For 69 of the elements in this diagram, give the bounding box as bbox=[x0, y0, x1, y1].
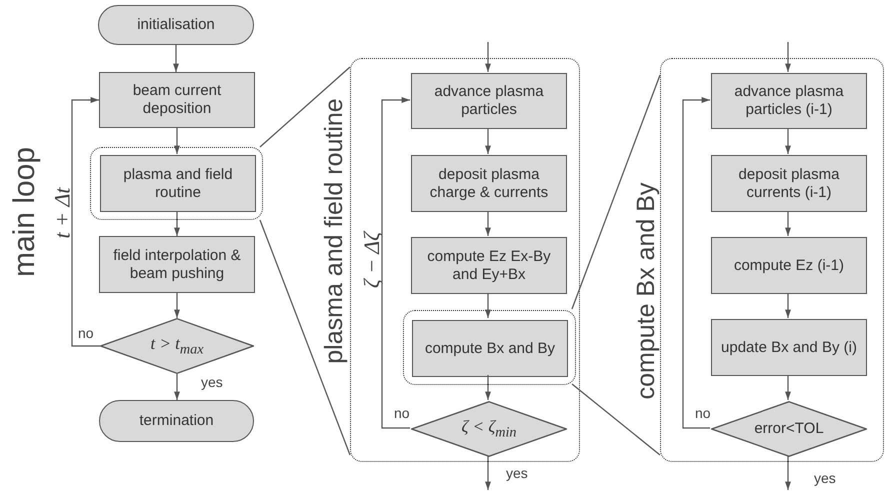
step-text: compute Ez (i-1) bbox=[732, 256, 846, 274]
arrow bbox=[785, 375, 791, 400]
zoom-line bbox=[259, 220, 351, 456]
arrow bbox=[174, 211, 180, 236]
condition-text: t > t$_{max}$ bbox=[149, 334, 204, 358]
step-text: advance plasma particles bbox=[433, 83, 545, 119]
dashed-group-outline bbox=[90, 147, 263, 220]
panel-title: compute Bx and By bbox=[631, 182, 661, 402]
step-text: deposit plasma currents (i-1) bbox=[738, 166, 840, 202]
process-box bbox=[100, 155, 256, 212]
arrow bbox=[485, 456, 491, 490]
edge-label: yes bbox=[201, 374, 223, 390]
loop-increment-label: t + Δt bbox=[49, 188, 75, 238]
arrow bbox=[381, 97, 410, 429]
zoom-line bbox=[571, 74, 661, 310]
arrow bbox=[173, 45, 179, 72]
arrow bbox=[485, 42, 491, 72]
arrow bbox=[485, 128, 491, 154]
terminal-box bbox=[98, 5, 254, 45]
step-text: deposit plasma charge & currents bbox=[428, 166, 550, 202]
process-box bbox=[411, 73, 567, 129]
arrow bbox=[785, 211, 791, 236]
edge-label: no bbox=[695, 405, 711, 421]
zoom-line bbox=[572, 384, 660, 456]
arrow bbox=[71, 97, 100, 347]
edge-label: no bbox=[394, 405, 410, 421]
arrow bbox=[785, 42, 791, 72]
condition-text: ζ < ζ$_{min}$ bbox=[460, 416, 518, 442]
arrow bbox=[485, 211, 491, 236]
arrow bbox=[682, 97, 710, 429]
step-text: compute Ez Ex-By and Ey+Bx bbox=[426, 248, 552, 284]
dashed-group-outline bbox=[403, 310, 576, 385]
arrow bbox=[485, 293, 491, 318]
decision-diamond bbox=[411, 401, 567, 457]
loop-title: main loop bbox=[8, 146, 42, 278]
arrow bbox=[174, 374, 180, 400]
arrow bbox=[785, 456, 791, 490]
process-box bbox=[711, 155, 867, 212]
arrow bbox=[785, 128, 791, 154]
loop-increment-label: ζ − Δζ bbox=[359, 232, 386, 288]
arrow bbox=[485, 375, 491, 400]
edge-label: no bbox=[78, 325, 94, 341]
process-box bbox=[99, 236, 255, 293]
decision-diamond bbox=[100, 318, 254, 374]
step-text: compute Bx and By bbox=[424, 340, 556, 358]
step-text: field interpolation & beam pushing bbox=[112, 246, 242, 282]
process-box bbox=[412, 320, 568, 377]
process-box bbox=[411, 155, 567, 212]
arrow bbox=[785, 293, 791, 318]
step-text: advance plasma particles (i-1) bbox=[733, 83, 845, 119]
arrow bbox=[174, 128, 180, 154]
process-box bbox=[99, 72, 255, 128]
step-text: update Bx and By (i) bbox=[720, 338, 858, 356]
condition-text: error<TOL bbox=[753, 420, 825, 438]
step-text: initialisation bbox=[136, 16, 216, 34]
decision-diamond bbox=[711, 401, 867, 457]
step-text: plasma and field routine bbox=[122, 166, 234, 202]
zoom-line bbox=[260, 66, 350, 148]
process-box bbox=[711, 73, 867, 129]
edge-label: yes bbox=[814, 470, 836, 486]
step-text: beam current deposition bbox=[132, 82, 222, 118]
process-box bbox=[711, 319, 867, 376]
step-text: termination bbox=[138, 412, 215, 430]
edge-label: yes bbox=[506, 465, 528, 481]
panel-title: plasma and field routine bbox=[319, 97, 349, 366]
terminal-box bbox=[99, 400, 254, 442]
process-box bbox=[711, 237, 867, 294]
process-box bbox=[411, 237, 567, 294]
arrow bbox=[174, 293, 180, 318]
